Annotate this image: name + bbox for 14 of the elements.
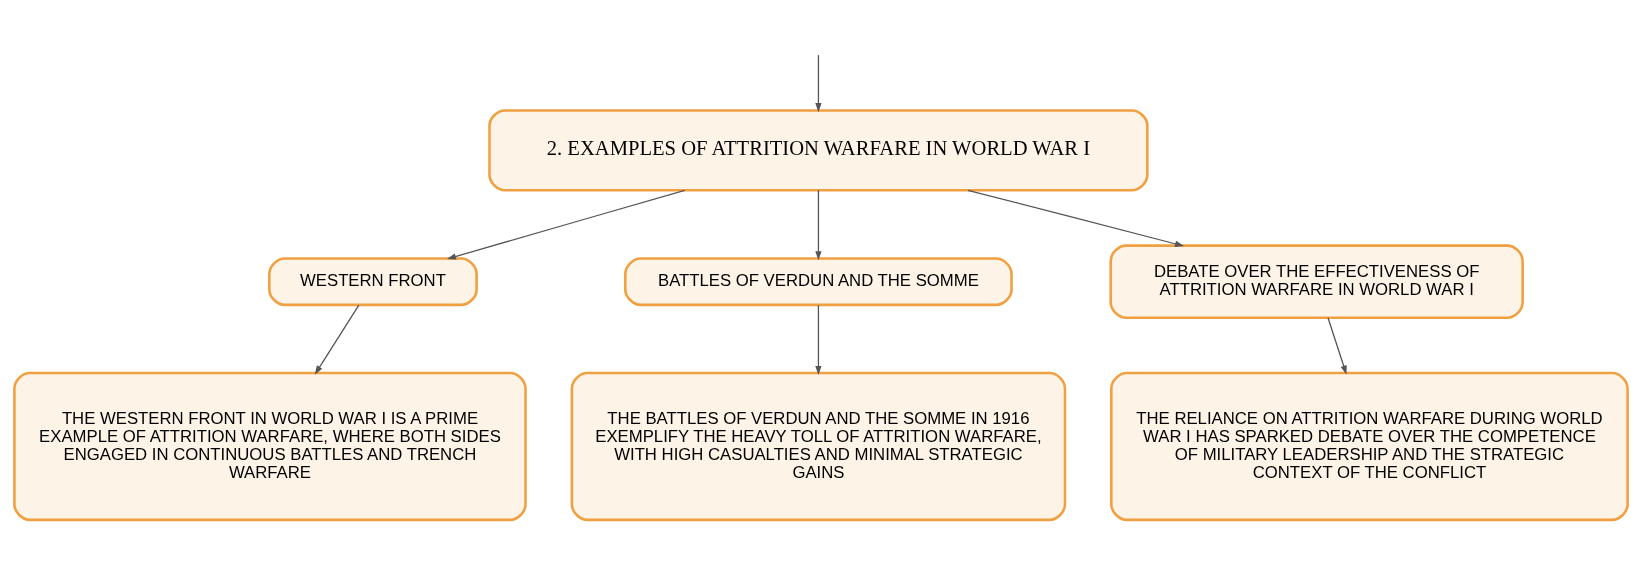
arrow [967,189,1184,247]
node-box: BATTLES OF VERDUN AND THE SOMME [624,256,1013,306]
arrow [314,304,360,375]
node-box: THE WESTERN FRONT IN WORLD WAR I IS A PRIME EXAMPLE OF ATTRITION WARFARE, WHERE BOTH SIDES ENGAGED IN CONTINUOUS BATTLES AND TRENCH WARFARE [13,371,527,521]
arrow [1327,316,1347,375]
arrow [815,189,822,260]
arrow [815,304,822,375]
node-box: WESTERN FRONT [268,256,478,306]
node-box: 2. EXAMPLES OF ATTRITION WARFARE IN WORLD WAR I [488,108,1149,192]
node-box: DEBATE OVER THE EFFECTIVENESS OF ATTRITION WARFARE IN WORLD WAR I [1109,243,1524,319]
arrow [447,189,686,259]
node-box: THE BATTLES OF VERDUN AND THE SOMME IN 1916 EXEMPLIFY THE HEAVY TOLL OF ATTRITION WARFARE, WITH HIGH CASUALTIES AND MINIMAL STRATEGIC GAINS [570,371,1067,521]
node-box: THE RELIANCE ON ATTRITION WARFARE DURING WORLD WAR I HAS SPARKED DEBATE OVER THE COMPETENCE OF MILITARY LEADERSHIP AND THE STRATEGIC CONTEXT OF THE CONFLICT [1110,371,1629,521]
arrow [815,54,822,112]
